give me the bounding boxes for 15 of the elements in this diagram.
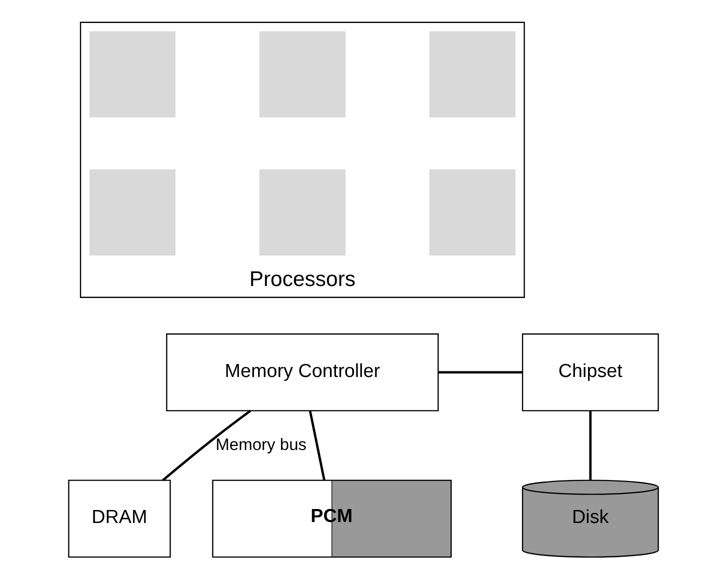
cluster: Processors (79, 22, 524, 298)
node-box (428, 169, 515, 256)
node-box: DRAM (68, 480, 170, 558)
node-box (258, 169, 345, 256)
edge-label: Memory bus (215, 434, 306, 454)
node-box (258, 31, 345, 118)
node-box (88, 169, 176, 256)
connector (438, 371, 522, 374)
node-box (428, 31, 515, 118)
connector (588, 410, 592, 480)
connector (308, 410, 325, 480)
node-box: Chipset (521, 333, 658, 412)
node-box: Memory Controller (166, 333, 438, 412)
connector (162, 410, 251, 482)
node-box (88, 31, 176, 118)
